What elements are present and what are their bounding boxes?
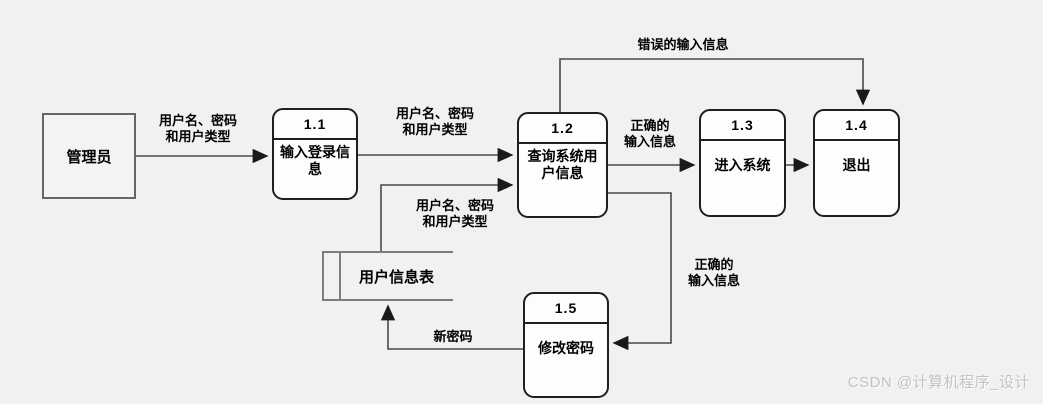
flow-label-new-password: 新密码 <box>433 329 473 344</box>
flow-p12-to-p15 <box>608 192 672 351</box>
process-id: 1.5 <box>525 294 607 324</box>
process-1-1-input-login: 1.1 输入登录信息 <box>272 108 358 200</box>
flow-label-correct-input-right: 正确的 输入信息 <box>687 257 741 288</box>
flow-label-credentials-p11: 用户名、密码 和用户类型 <box>395 106 475 137</box>
process-label: 修改密码 <box>538 340 594 356</box>
entity-admin: 管理员 <box>42 113 136 199</box>
csdn-watermark: CSDN @计算机程序_设计 <box>847 374 1030 391</box>
flow-p15-to-store <box>380 304 523 350</box>
process-label: 进入系统 <box>714 157 771 173</box>
process-id: 1.4 <box>815 111 898 141</box>
process-label: 查询系统用户信息 <box>527 148 598 181</box>
process-label: 退出 <box>842 157 871 173</box>
flow-wrong-input-p12-to-p14 <box>559 58 871 112</box>
process-label: 输入登录信息 <box>280 144 350 177</box>
datastore-shape <box>322 251 453 301</box>
flow-label-credentials-admin: 用户名、密码 和用户类型 <box>158 113 238 144</box>
process-id: 1.2 <box>519 114 606 144</box>
process-1-4-exit: 1.4 退出 <box>813 109 900 217</box>
process-1-3-enter-system: 1.3 进入系统 <box>699 109 786 217</box>
process-1-2-query-user-info: 1.2 查询系统用户信息 <box>517 112 608 218</box>
entity-admin-label: 管理员 <box>66 148 112 166</box>
flow-label-credentials-store: 用户名、密码 和用户类型 <box>415 198 495 229</box>
process-id: 1.3 <box>701 111 784 141</box>
datastore-user-table: 用户信息表 <box>340 253 453 299</box>
flow-store-to-p12 <box>380 177 514 251</box>
flow-label-correct-input-top: 正确的 输入信息 <box>623 118 677 149</box>
flow-label-wrong-input: 错误的输入信息 <box>637 37 729 52</box>
process-1-5-change-password: 1.5 修改密码 <box>523 292 609 398</box>
datastore-label: 用户信息表 <box>358 268 434 286</box>
process-id: 1.1 <box>274 110 356 140</box>
